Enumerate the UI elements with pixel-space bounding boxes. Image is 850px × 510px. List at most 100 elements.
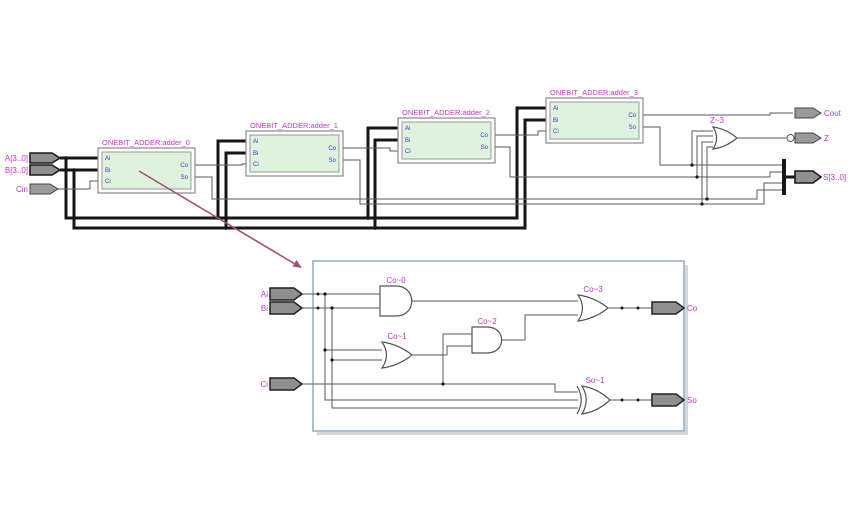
- or-gate-co3: [576, 294, 609, 322]
- detail-port-ci-pin: [269, 377, 304, 391]
- junction-dot: [700, 202, 704, 206]
- adder-block-1-label: ONEBIT_ADDER:adder_1: [250, 121, 338, 130]
- detail-port-bi-pin: [269, 301, 304, 315]
- adder-block-3[interactable]: ONEBIT_ADDER:adder_3 Ai Bi Ci Co So: [545, 88, 644, 144]
- block-pin-ci: Ci: [105, 179, 111, 185]
- wire-det-co1-out: [412, 345, 472, 356]
- wire-det-ci: [302, 383, 578, 393]
- junction-dot: [330, 358, 334, 362]
- gate-label-co0: Co~0: [386, 276, 406, 285]
- gate-label-so1: So~1: [586, 376, 605, 385]
- wire-cin: [58, 180, 98, 190]
- detail-port-co-label: Co: [687, 304, 698, 313]
- wire-a-riser-1: [216, 139, 246, 218]
- wire-sum-0: [195, 176, 784, 200]
- wire-det-ci-to-co2: [442, 333, 472, 384]
- block-pin-ai: Ai: [105, 156, 110, 162]
- detail-port-ai-label: Ai: [261, 290, 268, 299]
- block-pin-ai: Ai: [405, 126, 410, 132]
- junction-dot: [316, 292, 320, 296]
- and-gate-co2: [471, 326, 503, 354]
- port-s-pin: [794, 170, 823, 184]
- junction-dot: [72, 168, 76, 172]
- signal-wires[interactable]: [58, 112, 793, 205]
- zero-gate-label: Z~3: [710, 116, 725, 125]
- block-pin-ai: Ai: [553, 106, 558, 112]
- junction-dot: [330, 306, 334, 310]
- port-z-label: Z: [824, 134, 829, 143]
- inverter-bubble: [786, 134, 795, 142]
- port-z-pin: [794, 132, 822, 144]
- input-ports[interactable]: [29, 152, 62, 195]
- junction-dot: [64, 156, 68, 160]
- junction-dot: [690, 163, 694, 167]
- block-pin-bi: Bi: [253, 151, 258, 157]
- port-cin-pin: [29, 183, 59, 195]
- detail-port-ci-label: Ci: [260, 380, 268, 389]
- junction-dot: [705, 197, 709, 201]
- adder-block-2[interactable]: ONEBIT_ADDER:adder_2 Ai Bi Ci Co So: [397, 108, 496, 164]
- adder-block-0-label: ONEBIT_ADDER:adder_0: [102, 138, 190, 147]
- junction-dot: [636, 398, 640, 402]
- block-pin-bi: Bi: [405, 138, 410, 144]
- port-cin-label: Cin: [16, 185, 28, 194]
- wire-carry-1: [343, 147, 398, 152]
- block-pin-bi: Bi: [553, 118, 558, 124]
- wire-z3-in-s1: [701, 141, 713, 204]
- wire-carry-2: [495, 130, 546, 136]
- detail-port-bi-label: Bi: [261, 304, 268, 313]
- junction-dot: [636, 306, 640, 310]
- and-gate-co0: [379, 285, 413, 317]
- block-pin-ci: Ci: [405, 149, 411, 155]
- junction-dot: [316, 306, 320, 310]
- xor-gate-so1-arc: [576, 385, 582, 415]
- block-pin-co: Co: [180, 163, 188, 169]
- or-gate-co1: [380, 341, 413, 369]
- wire-b-bus: [72, 118, 546, 230]
- block-pin-so: So: [481, 145, 489, 151]
- wire-carry-0: [195, 163, 246, 166]
- wire-z3-in-s3: [691, 130, 713, 165]
- block-pin-co: Co: [628, 113, 636, 119]
- adder-block-0[interactable]: ONEBIT_ADDER:adder_0 Ai Bi Ci Co So: [97, 138, 196, 194]
- block-pin-co: Co: [480, 133, 488, 139]
- junction-dot: [224, 226, 228, 230]
- wire-cout: [643, 112, 793, 116]
- adder-block-1[interactable]: ONEBIT_ADDER:adder_1 Ai Bi Ci Co So: [245, 121, 344, 177]
- junction-dot: [366, 216, 370, 220]
- detail-junction-dots: [316, 292, 640, 402]
- wire-z3-in-s2: [696, 135, 713, 177]
- junction-dot: [373, 226, 377, 230]
- wire-det-co2-out: [502, 314, 578, 341]
- detail-ports[interactable]: [269, 287, 686, 407]
- wire-sum-2: [495, 146, 784, 178]
- adder-block-2-label: ONEBIT_ADDER:adder_2: [402, 108, 490, 117]
- zero-or-gate[interactable]: [711, 126, 795, 150]
- zoom-arrow: [138, 170, 302, 268]
- junction-dot: [323, 348, 327, 352]
- wire-a-bus: [64, 106, 546, 220]
- wire-sum-1: [343, 159, 784, 205]
- detail-wires[interactable]: [302, 293, 652, 409]
- wire-b-riser-2: [373, 138, 398, 228]
- wire-b-riser-1: [224, 151, 246, 228]
- junction-dots: [64, 156, 709, 230]
- block-pin-ai: Ai: [253, 139, 258, 145]
- junction-dot: [323, 292, 327, 296]
- detail-port-so-label: So: [687, 396, 697, 405]
- port-cout-pin: [794, 107, 822, 119]
- block-pin-so: So: [629, 125, 637, 131]
- block-pin-ci: Ci: [253, 162, 259, 168]
- output-ports[interactable]: [794, 107, 823, 184]
- detail-port-co-pin: [651, 301, 686, 315]
- junction-dot: [695, 175, 699, 179]
- bus-wires[interactable]: [60, 106, 546, 230]
- block-pin-so: So: [329, 158, 337, 164]
- detail-gates[interactable]: [379, 285, 611, 415]
- port-b-label: B[3..0]: [5, 166, 28, 175]
- block-pin-co: Co: [328, 146, 336, 152]
- xor-gate-so1: [580, 385, 611, 415]
- wire-z3-in-s0: [706, 146, 713, 199]
